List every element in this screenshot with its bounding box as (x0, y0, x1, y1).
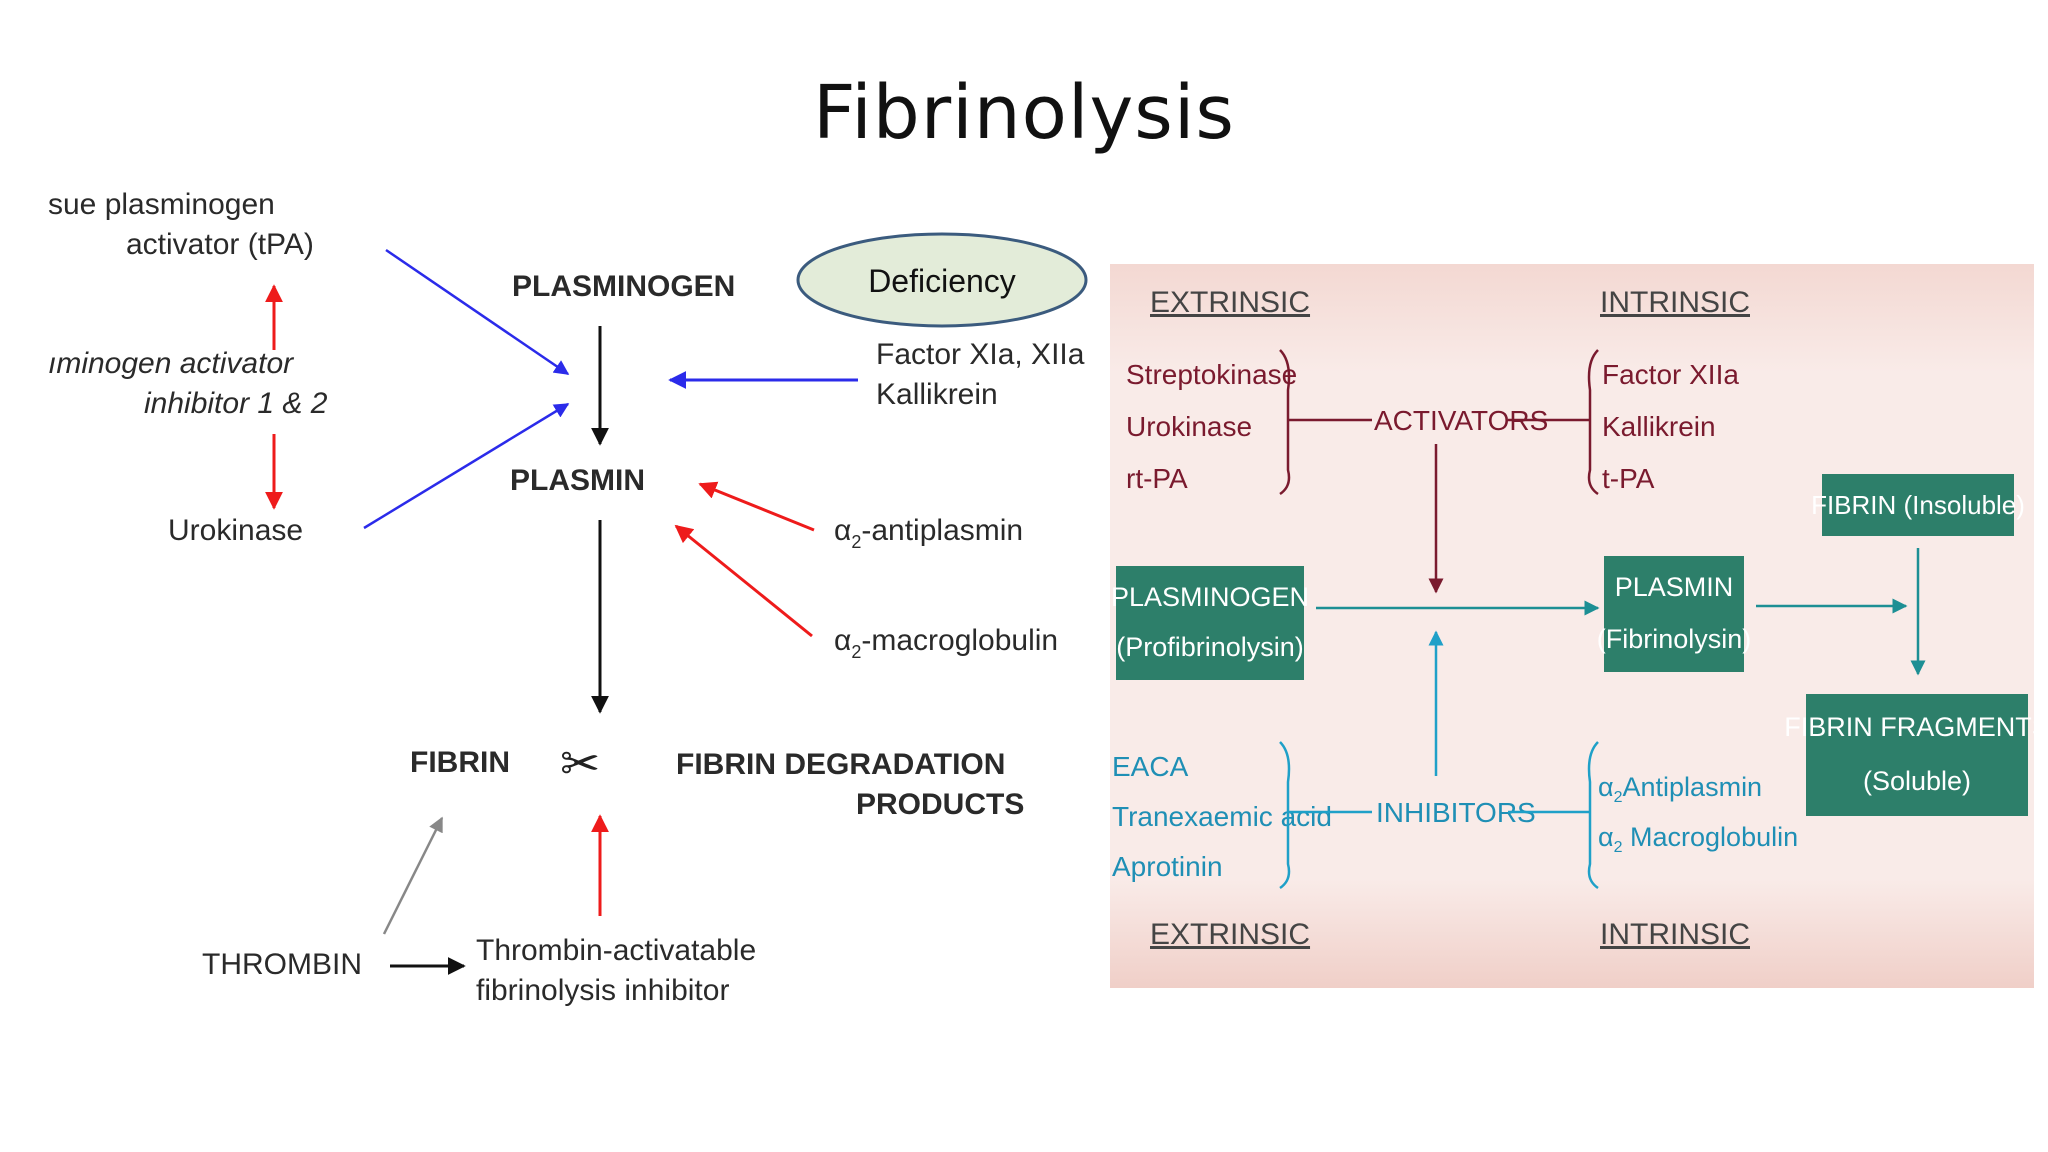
fdp-label-line1: FIBRIN DEGRADATION (676, 748, 1005, 781)
blue-arrow-urokinase (363, 402, 570, 530)
int-activator-2: Kallikrein (1602, 411, 1716, 442)
ext-activator-1: Streptokinase (1126, 359, 1297, 390)
urokinase-label: Urokinase (168, 514, 303, 547)
tafi-label-line2: fibrinolysis inhibitor (476, 974, 729, 1007)
inhibitor-label-line2: inhibitor 1 & 2 (144, 387, 328, 420)
ext-inhibitor-1: EACA (1112, 751, 1189, 782)
intrinsic-bottom-label: INTRINSIC (1600, 918, 1750, 951)
inhibitor-label-line1: ıminogen activator (48, 347, 294, 380)
fdp-label-line2: PRODUCTS (856, 788, 1024, 821)
ext-activator-3: rt-PA (1126, 463, 1188, 494)
int-inhibitor-brace (1587, 741, 1599, 890)
deficiency-label: Deficiency (868, 263, 1016, 299)
fibrinolysin-label: (Fibrinolysin) (1597, 624, 1752, 654)
left-diagram: sue plasminogen activator (tPA) ıminogen… (48, 188, 1088, 1007)
slide-title: Fibrinolysis (813, 70, 1235, 156)
fibrin-insoluble-label: FIBRIN (Insoluble) (1811, 490, 2025, 520)
ext-inhibitor-brace (1279, 741, 1291, 890)
fibrin-fragments-box (1806, 694, 2028, 816)
antiplasmin-label: α2-antiplasmin (834, 514, 1023, 552)
fibrin-label: FIBRIN (410, 746, 510, 779)
int-inhibitor-1: α2Antiplasmin (1598, 772, 1762, 806)
int-activator-3: t-PA (1602, 463, 1655, 494)
fibrin-insoluble-box (1822, 474, 2014, 536)
thrombin-label: THROMBIN (202, 948, 362, 981)
int-activator-1: Factor XIIa (1602, 359, 1739, 390)
profibrinolysin-label: (Profibrinolysin) (1116, 632, 1304, 662)
blue-arrow-tpa (385, 248, 570, 376)
tpa-label-line2: activator (tPA) (126, 228, 314, 261)
tpa-label-line1: sue plasminogen (48, 188, 275, 221)
red-arrow-antiplasmin (698, 481, 815, 532)
plasminogen-box-label: PLASMINOGEN (1111, 582, 1309, 612)
plasminogen-label: PLASMINOGEN (512, 270, 735, 303)
factor-label-line1: Factor XIa, XIIa (876, 338, 1085, 371)
extrinsic-top-label: EXTRINSIC (1150, 286, 1310, 319)
soluble-label: (Soluble) (1863, 766, 1971, 796)
ext-inhibitor-3: Aprotinin (1112, 851, 1223, 882)
plasmin-label: PLASMIN (510, 464, 645, 497)
intrinsic-top-label: INTRINSIC (1600, 286, 1750, 319)
gray-arrow-thrombin-to-fibrin (382, 816, 444, 935)
fibrin-fragments-label: FIBRIN FRAGMENTS (1784, 712, 2048, 742)
right-panel: EXTRINSIC INTRINSIC Streptokinase Urokin… (1110, 264, 2048, 988)
plasmin-box (1604, 556, 1744, 672)
plasminogen-box (1116, 566, 1304, 680)
ext-activator-2: Urokinase (1126, 411, 1252, 442)
factor-label-line2: Kallikrein (876, 378, 998, 411)
plasmin-box-label: PLASMIN (1615, 572, 1734, 602)
extrinsic-bottom-label: EXTRINSIC (1150, 918, 1310, 951)
macroglobulin-label: α2-macroglobulin (834, 624, 1058, 662)
deficiency-ellipse (796, 232, 1088, 328)
ext-activator-brace (1279, 349, 1291, 496)
int-inhibitor-2: α2 Macroglobulin (1598, 822, 1798, 856)
int-activator-brace (1587, 349, 1599, 496)
tafi-label-line1: Thrombin-activatable (476, 934, 756, 967)
red-arrow-macroglobulin (674, 524, 813, 638)
ext-inhibitor-2: Tranexaemic acid (1112, 801, 1332, 832)
scissors-icon: ✂ (560, 736, 600, 792)
